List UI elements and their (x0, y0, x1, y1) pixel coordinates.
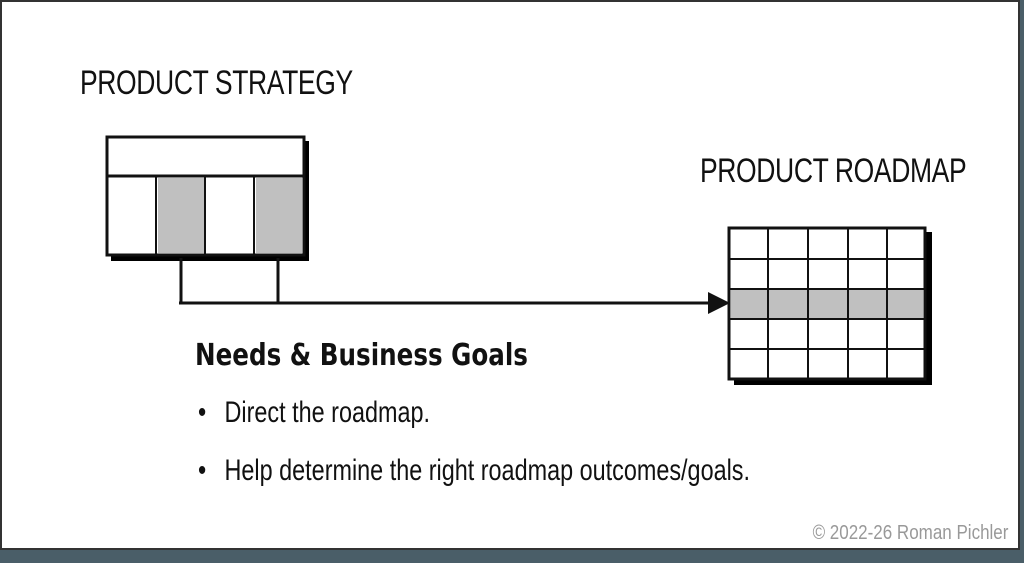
copyright-notice: © 2022-26 Roman Pichler (812, 522, 1008, 544)
bullet-icon: • (198, 454, 207, 487)
roadmap-grid-icon (727, 226, 927, 381)
bullet-item: •Help determine the right roadmap outcom… (198, 454, 751, 487)
roadmap-title: PRODUCT ROADMAP (700, 152, 967, 190)
bullet-icon: • (198, 396, 207, 429)
bullet-item: •Direct the roadmap. (198, 396, 431, 429)
strategy-title: PRODUCT STRATEGY (80, 64, 353, 102)
arrow-head-icon (708, 292, 730, 314)
section-heading: Needs & Business Goals (195, 338, 528, 373)
connector-arrow (179, 258, 712, 305)
strategy-canvas-icon (105, 135, 306, 257)
